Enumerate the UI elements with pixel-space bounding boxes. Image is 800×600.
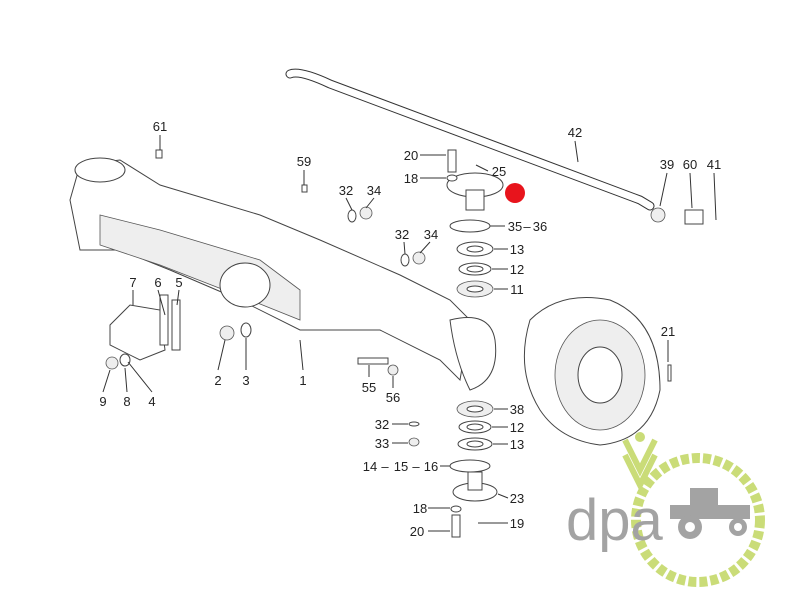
callout: 60 [683,157,697,172]
bearing-stack-top [449,219,494,298]
callout: 13 [510,242,524,257]
fasteners [105,149,704,538]
callout: 7 [129,275,136,290]
callout: 34 [424,227,438,242]
callout: 4 [148,394,155,409]
callout: 5 [175,275,182,290]
callout: 15 [394,459,408,474]
callout: 11 [510,282,524,297]
callout: 20 [404,148,418,163]
callout: 38 [510,402,524,417]
callout: 59 [297,154,311,169]
callout: 3 [242,373,249,388]
callout: 2 [214,373,221,388]
callout: 42 [568,125,582,140]
highlight-marker [505,183,525,203]
callout: 16 [424,459,438,474]
callout: 13 [510,437,524,452]
callout: 18 [413,501,427,516]
callout: 34 [367,183,381,198]
callout: 56 [386,390,400,405]
callout: 8 [123,394,130,409]
svg-text:–: – [523,219,531,234]
callout: 6 [154,275,161,290]
callout: 33 [375,436,389,451]
callout: 35 [508,219,522,234]
callout: 32 [395,227,409,242]
callout: 25 [492,164,506,179]
callout: 36 [533,219,547,234]
tractor-icon [670,488,750,539]
callout: 55 [362,380,376,395]
callout: 21 [661,324,675,339]
callout: 12 [510,262,524,277]
bearing-stack-bottom [449,400,498,502]
svg-text:–: – [381,459,389,474]
axle-housing [69,157,497,391]
callout: 41 [707,157,721,172]
callout: 19 [510,516,524,531]
callout: 12 [510,420,524,435]
callout: 9 [99,394,106,409]
logo-text: dpa [566,488,664,553]
svg-text:–: – [412,459,420,474]
callout: 61 [153,119,167,134]
dpa-logo: dpa [566,432,765,587]
callout: 1 [299,373,306,388]
callout: 20 [410,524,424,539]
bracket-assembly [109,294,181,361]
callout-labels: 61 59 32 34 20 18 25 42 39 60 41 35 – 36… [99,119,721,539]
callout: 32 [339,183,353,198]
callout: 18 [404,171,418,186]
callout: 39 [660,157,674,172]
kingpin-top [446,172,525,211]
callout: 23 [510,491,524,506]
callout: 14 [363,459,377,474]
wheel-hub-carrier [523,297,661,446]
callout: 32 [375,417,389,432]
leader-lines [102,135,717,532]
